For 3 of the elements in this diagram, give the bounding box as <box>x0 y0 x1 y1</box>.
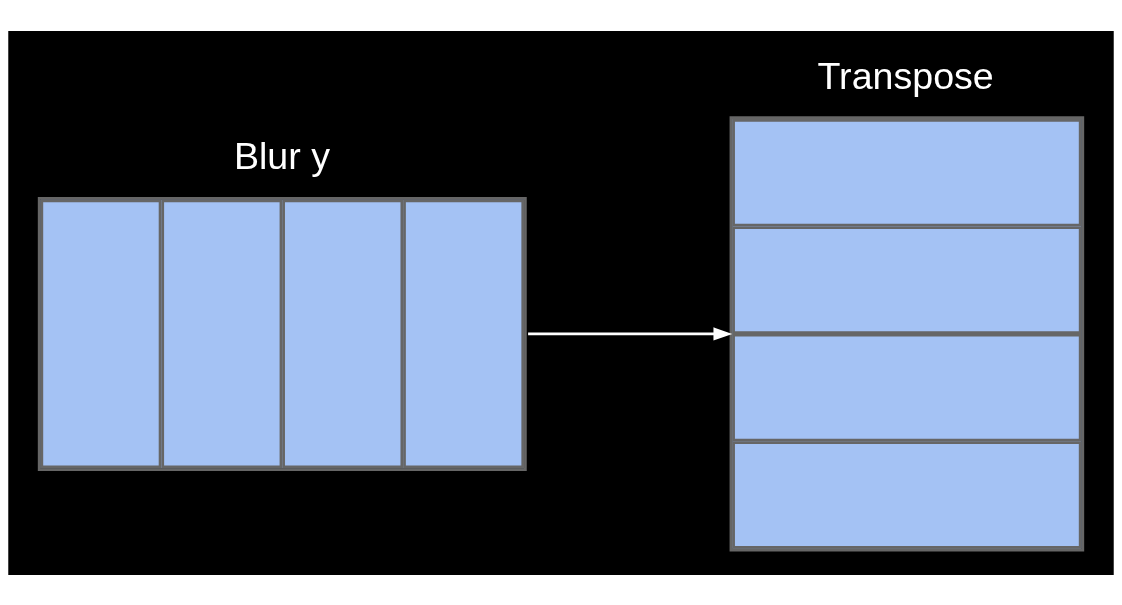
node-label: Transpose <box>817 54 994 97</box>
arrow <box>528 326 733 340</box>
node-label: Blur y <box>233 134 331 177</box>
